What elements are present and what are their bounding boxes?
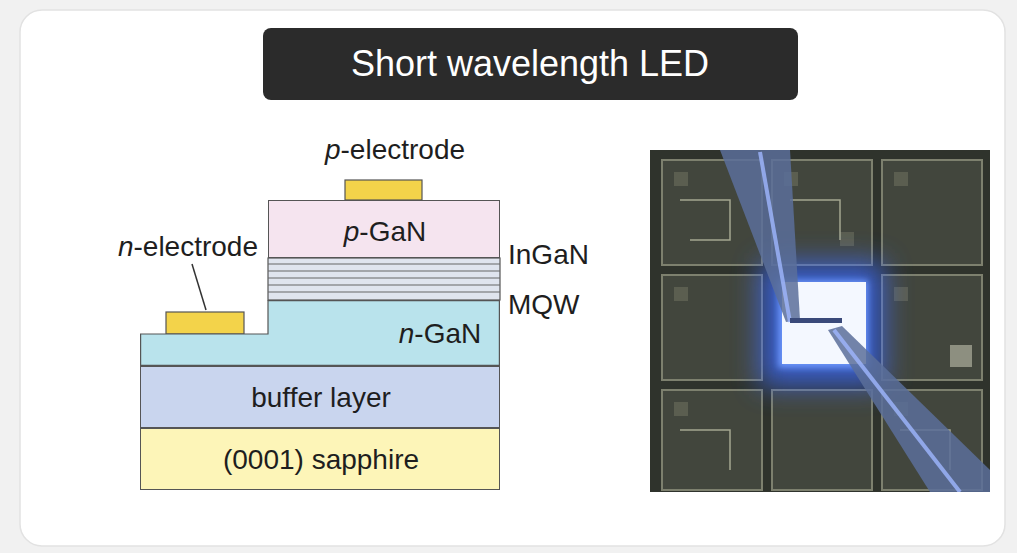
layer-label: n-GaN xyxy=(399,319,481,350)
n-gan-shape xyxy=(141,301,500,366)
leader-line xyxy=(192,264,206,310)
sapphire-substrate: (0001) sapphire xyxy=(140,428,500,490)
panel-card xyxy=(20,10,1005,546)
layer-label: p-GaN xyxy=(344,217,426,248)
led-photo xyxy=(650,150,990,492)
p-electrode-pad xyxy=(345,180,422,200)
buffer-layer: buffer layer xyxy=(140,366,500,428)
n-electrode-pad xyxy=(166,312,244,334)
title-banner: Short wavelength LED xyxy=(263,28,798,100)
mqw-label: InGaN MQW xyxy=(508,230,618,330)
electrode-label: p-electrode xyxy=(325,135,465,166)
layer-label: (0001) sapphire xyxy=(223,445,419,476)
electrode-label: n-electrode xyxy=(118,232,258,263)
layer-label: buffer layer xyxy=(251,383,391,414)
n-gan-layer: n-GaN xyxy=(140,300,500,366)
mqw-stack xyxy=(268,258,500,300)
p-gan-layer: p-GaN xyxy=(268,200,500,258)
